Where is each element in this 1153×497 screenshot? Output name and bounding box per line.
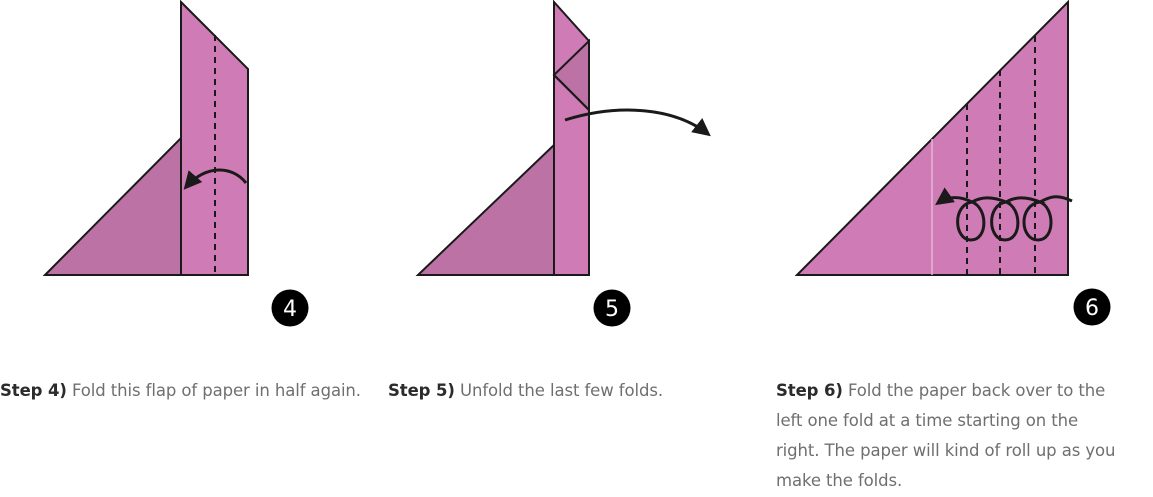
- step-4-folded-triangle: [42, 135, 182, 276]
- step-5-caption: Step 5) Unfold the last few folds.: [388, 376, 758, 406]
- step-5-figure: 5: [415, 0, 711, 327]
- step-5-flap: [553, 0, 590, 276]
- step-4-caption: Step 4) Fold this flap of paper in half …: [0, 376, 370, 406]
- step-4-figure: 4: [42, 0, 309, 327]
- step-6-badge: 6: [1073, 288, 1111, 326]
- step-5-badge: 5: [593, 289, 631, 327]
- step-4-description: Fold this flap of paper in half again.: [72, 381, 361, 400]
- step-5-folded-triangle: [415, 142, 555, 276]
- step-6-description: Fold the paper back over to the left one…: [776, 381, 1116, 490]
- step-4-fold-arrow: [183, 168, 248, 190]
- step-6-figure: 6: [794, 0, 1111, 326]
- step-4-number: 4: [283, 297, 297, 322]
- step-6-roll-arrow: [935, 187, 1073, 242]
- step-5-number: 5: [605, 297, 619, 322]
- step-5-unfold-arrow: [564, 108, 711, 137]
- step-6-label: Step 6): [776, 381, 843, 400]
- step-4-badge: 4: [271, 289, 309, 327]
- step-5-label: Step 5): [388, 381, 455, 400]
- step-5-description: Unfold the last few folds.: [460, 381, 663, 400]
- step-5-crease: [553, 74, 590, 111]
- step-6-number: 6: [1085, 296, 1099, 321]
- step-4-label: Step 4): [0, 381, 67, 400]
- step-6-caption: Step 6) Fold the paper back over to the …: [776, 376, 1126, 496]
